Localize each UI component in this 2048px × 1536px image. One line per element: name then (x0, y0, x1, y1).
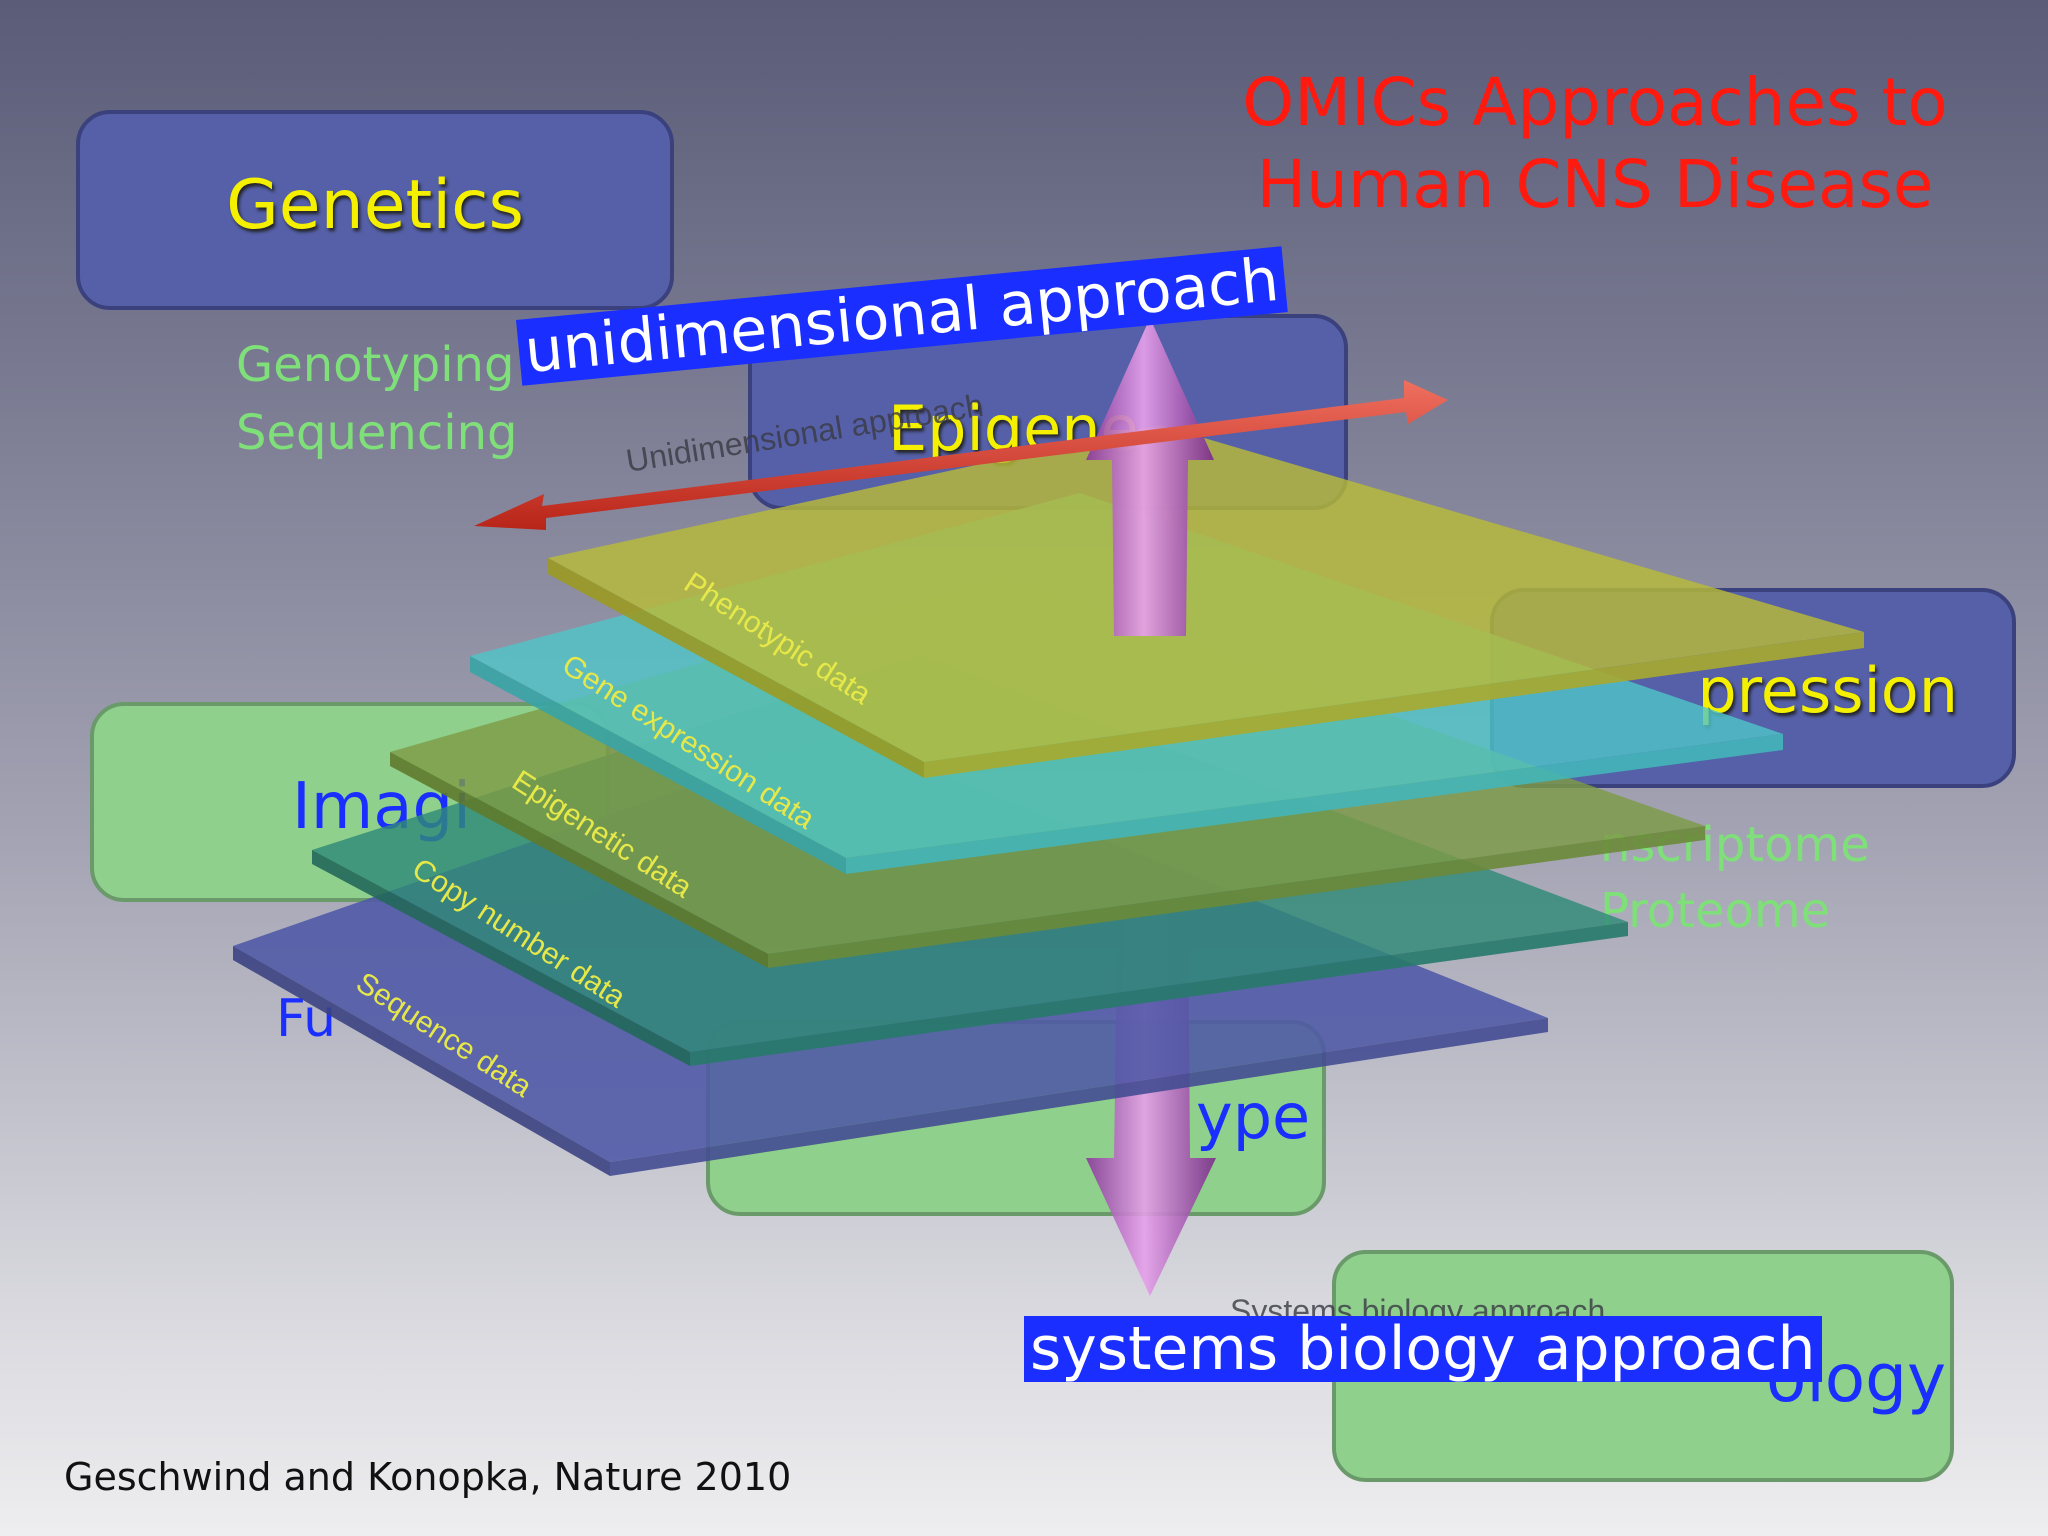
systems-biology-caption: systems biology approach (1024, 1316, 1822, 1382)
horizontal-double-arrow (474, 380, 1448, 530)
slide-title: OMICs Approaches to Human CNS Disease (1200, 62, 1990, 226)
expression-label: pression (1697, 654, 1958, 727)
genotyping-text: Genotyping (236, 337, 515, 393)
title-line-1: OMICs Approaches to (1242, 64, 1948, 141)
genetics-label: Genetics (226, 166, 524, 245)
sequencing-text: Sequencing (236, 405, 518, 461)
title-line-2: Human CNS Disease (1256, 146, 1934, 223)
proteome-text: Proteome (1600, 883, 1831, 939)
citation: Geschwind and Konopka, Nature 2010 (64, 1455, 792, 1499)
layer-phenotypic (548, 425, 1864, 778)
genetics-box: Genetics (76, 110, 674, 310)
up-arrow (1086, 318, 1214, 636)
phenotype-label: ype (1196, 1080, 1311, 1153)
